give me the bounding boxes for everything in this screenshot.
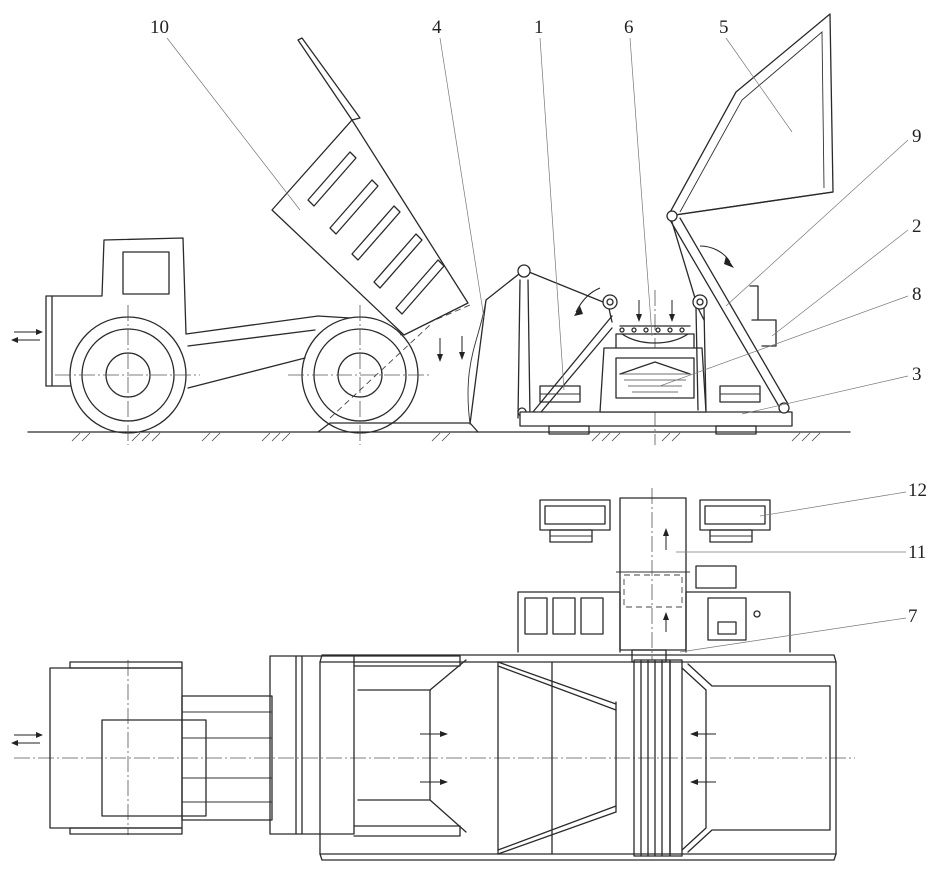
travel-direction-arrows-bottom	[11, 732, 43, 746]
part-number-labels: 10 4 1 6 5 9 2 8 3 12 11 7	[150, 17, 927, 627]
top-view	[11, 488, 907, 861]
label-7: 7	[908, 606, 918, 627]
dump-truck-top	[49, 655, 467, 837]
ramp	[317, 422, 479, 433]
label-2: 2	[912, 216, 922, 237]
label-9: 9	[912, 126, 922, 147]
base-frame	[519, 290, 793, 445]
discharge-conveyor	[616, 497, 690, 651]
ground	[27, 431, 851, 442]
dump-truck-side	[45, 237, 471, 445]
label-10: 10	[150, 17, 169, 38]
label-6: 6	[624, 17, 634, 38]
leader-lines-top	[166, 37, 909, 415]
label-3: 3	[912, 364, 922, 385]
side-wall-hopper	[666, 13, 834, 414]
side-view	[11, 13, 909, 445]
travel-direction-arrows-top	[11, 329, 43, 343]
crusher-unit	[599, 325, 707, 413]
material-flow-arrows	[437, 300, 675, 362]
leader-lines-bottom	[676, 491, 907, 653]
label-4: 4	[432, 17, 442, 38]
label-8: 8	[912, 284, 922, 305]
receiving-hopper	[467, 264, 618, 425]
label-5: 5	[719, 17, 729, 38]
machinery-block	[517, 565, 791, 653]
dump-body	[271, 37, 469, 336]
feeder-body	[319, 649, 837, 861]
label-1: 1	[534, 17, 544, 38]
label-11: 11	[908, 542, 926, 563]
label-12: 12	[908, 480, 927, 501]
crawler-tracks	[539, 499, 771, 543]
